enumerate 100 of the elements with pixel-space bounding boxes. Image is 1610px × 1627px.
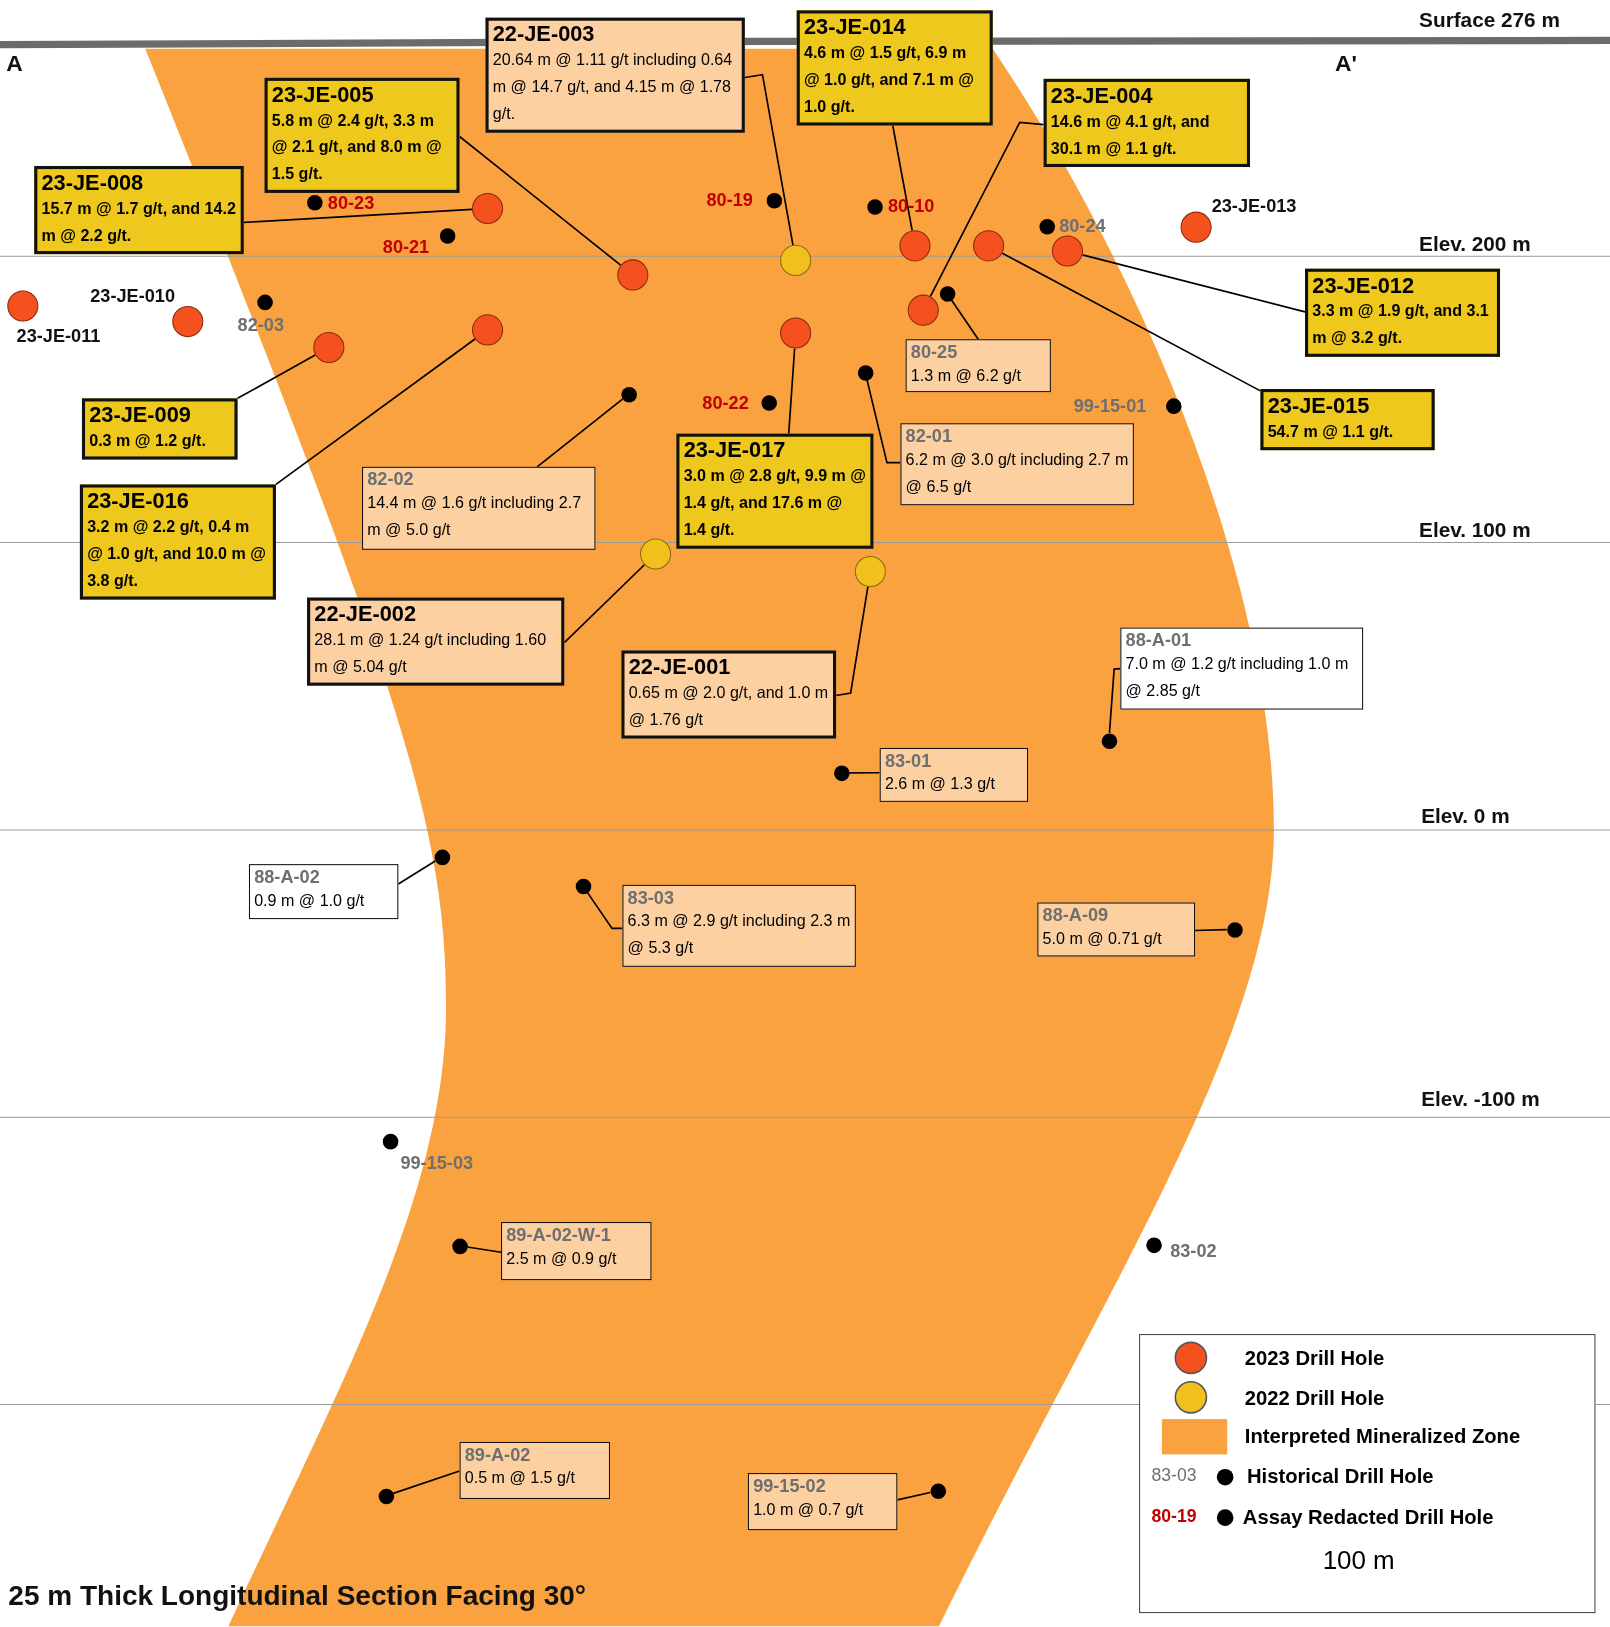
section-end-label: A' — [1335, 49, 1357, 77]
assay-result: 54.7 m @ 1.1 g/t. — [1267, 421, 1395, 442]
assay-result: 0.9 m @ 1.0 g/t — [254, 890, 366, 911]
result-callout — [264, 77, 460, 194]
drill-hole-marker — [1180, 211, 1212, 243]
hole-label: 23-JE-011 — [16, 325, 101, 348]
assay-result: 7.0 m @ 1.2 g/t including 1.0 m @ 2.85 g/t — [1125, 653, 1350, 702]
hole-label: 23-JE-010 — [90, 285, 176, 308]
result-callout — [676, 433, 874, 549]
drill-hole-marker — [7, 290, 39, 322]
result-callout — [747, 1473, 898, 1531]
result-callout — [307, 597, 565, 686]
hole-id: 80-25 — [910, 341, 959, 363]
leader-line — [1081, 254, 1306, 313]
assay-result: 2.6 m @ 1.3 g/t — [884, 774, 997, 795]
hole-id: 83-01 — [884, 750, 933, 771]
elevation-label: Elev. 100 m — [1419, 518, 1531, 543]
assay-result: 5.8 m @ 2.4 g/t, 3.3 m @ 2.1 g/t, and 8.0 m @ 1.5 g/t. — [271, 110, 443, 185]
surface-label: Surface 276 m — [1419, 8, 1560, 33]
drill-hole-marker — [172, 306, 204, 338]
result-callout — [1260, 389, 1435, 451]
legend-label: Historical Drill Hole — [1246, 1464, 1434, 1489]
result-callout — [1043, 78, 1251, 168]
assay-result: 3.2 m @ 2.2 g/t, 0.4 m @ 1.0 g/t, and 10.0 m @ 3.8 g/t. — [87, 516, 267, 592]
hole-id: 23-JE-005 — [271, 81, 375, 107]
assay-result: 28.1 m @ 1.24 g/t including 1.60 m @ 5.04 g/t — [314, 629, 548, 678]
result-callout — [621, 650, 837, 739]
result-callout — [501, 1222, 652, 1281]
leader-line — [242, 208, 473, 224]
hole-id: 82-01 — [905, 425, 954, 447]
assay-result: 15.7 m @ 1.7 g/t, and 14.2 m @ 2.2 g/t. — [41, 198, 237, 246]
result-callout — [905, 339, 1051, 393]
elevation-label: Elev. 200 m — [1419, 232, 1531, 257]
hole-id: 22-JE-002 — [314, 601, 418, 627]
leader-line — [896, 1491, 932, 1501]
hole-id: 23-JE-015 — [1267, 393, 1371, 419]
result-callout — [900, 423, 1134, 506]
result-callout — [485, 17, 745, 133]
result-callout — [622, 884, 856, 967]
hole-id: 22-JE-003 — [492, 21, 596, 47]
result-callout — [79, 484, 276, 600]
leader-line — [458, 135, 622, 266]
assay-result: 14.4 m @ 1.6 g/t including 2.7 m @ 5.0 g/t — [367, 492, 583, 541]
result-callout — [459, 1441, 610, 1499]
assay-result: 3.3 m @ 1.9 g/t, and 3.1 m @ 3.2 g/t. — [1312, 301, 1490, 349]
hole-label: 80-21 — [382, 236, 430, 259]
hole-label: 99-15-01 — [1073, 395, 1147, 417]
result-callout — [362, 466, 596, 550]
hole-id: 99-15-02 — [753, 1475, 827, 1496]
leader-line — [392, 1470, 461, 1495]
section-end-label: A — [6, 49, 23, 77]
hole-label: 80-19 — [706, 189, 753, 212]
leader-line — [236, 354, 317, 400]
drill-hole-dot — [1145, 1237, 1162, 1253]
leader-line — [787, 347, 796, 435]
hole-id: 88-A-09 — [1042, 904, 1110, 926]
hole-id: 83-03 — [627, 886, 676, 908]
hole-id: 23-JE-004 — [1050, 83, 1154, 109]
result-callout — [879, 747, 1029, 802]
leader-line — [1194, 928, 1228, 932]
assay-result: 1.0 m @ 0.7 g/t — [753, 1499, 865, 1520]
leader-line — [397, 860, 437, 885]
result-callout — [81, 398, 238, 460]
assay-result: 5.0 m @ 0.71 g/t — [1042, 928, 1163, 950]
assay-result: 0.3 m @ 1.2 g/t. — [89, 430, 207, 452]
hole-id: 23-JE-008 — [41, 170, 145, 196]
legend-label: Interpreted Mineralized Zone — [1244, 1424, 1521, 1449]
hole-id: 23-JE-017 — [683, 437, 787, 463]
elevation-label: Elev. -100 m — [1421, 1087, 1540, 1111]
hole-id: 88-A-01 — [1125, 629, 1193, 651]
assay-result: 6.3 m @ 2.9 g/t including 2.3 m @ 5.3 g/t — [627, 911, 851, 959]
drill-hole-dot — [382, 1133, 398, 1149]
legend-label: Assay Redacted Drill Hole — [1242, 1505, 1494, 1530]
result-callout — [1305, 268, 1501, 357]
legend-label: 2023 Drill Hole — [1244, 1346, 1385, 1371]
leader-line — [1001, 252, 1262, 392]
result-callout — [1037, 902, 1196, 957]
hole-label: 83-02 — [1170, 1240, 1217, 1263]
hole-id: 82-02 — [367, 468, 415, 490]
assay-result: 0.5 m @ 1.5 g/t — [464, 1468, 576, 1489]
elevation-label: Elev. 0 m — [1421, 803, 1510, 828]
leader-line — [1108, 667, 1122, 734]
hole-id: 89-A-02 — [464, 1444, 532, 1465]
hole-id: 23-JE-014 — [803, 14, 907, 40]
leader-line — [744, 73, 794, 246]
legend-label: 2022 Drill Hole — [1244, 1385, 1385, 1410]
assay-result: 14.6 m @ 4.1 g/t, and 30.1 m @ 1.1 g/t. — [1050, 111, 1211, 159]
result-callout — [1120, 627, 1364, 710]
leader-line — [835, 586, 869, 697]
leader-line — [536, 398, 624, 468]
hole-id: 23-JE-016 — [87, 488, 190, 514]
assay-result: 3.0 m @ 2.8 g/t, 9.9 m @ 1.4 g/t, and 17.6 m @ 1.4 g/t. — [683, 465, 867, 541]
assay-result: 1.3 m @ 6.2 g/t — [910, 365, 1022, 386]
leader-line — [891, 124, 913, 232]
hole-id: 23-JE-012 — [1312, 272, 1415, 298]
hole-id: 89-A-02-W-1 — [506, 1224, 612, 1245]
hole-label: 80-22 — [702, 392, 749, 414]
assay-result: 4.6 m @ 1.5 g/t, 6.9 m @ 1.0 g/t, and 7.1 m @ 1.0 g/t. — [803, 42, 975, 118]
leader-line — [866, 379, 902, 464]
hole-id: 23-JE-009 — [89, 402, 192, 428]
